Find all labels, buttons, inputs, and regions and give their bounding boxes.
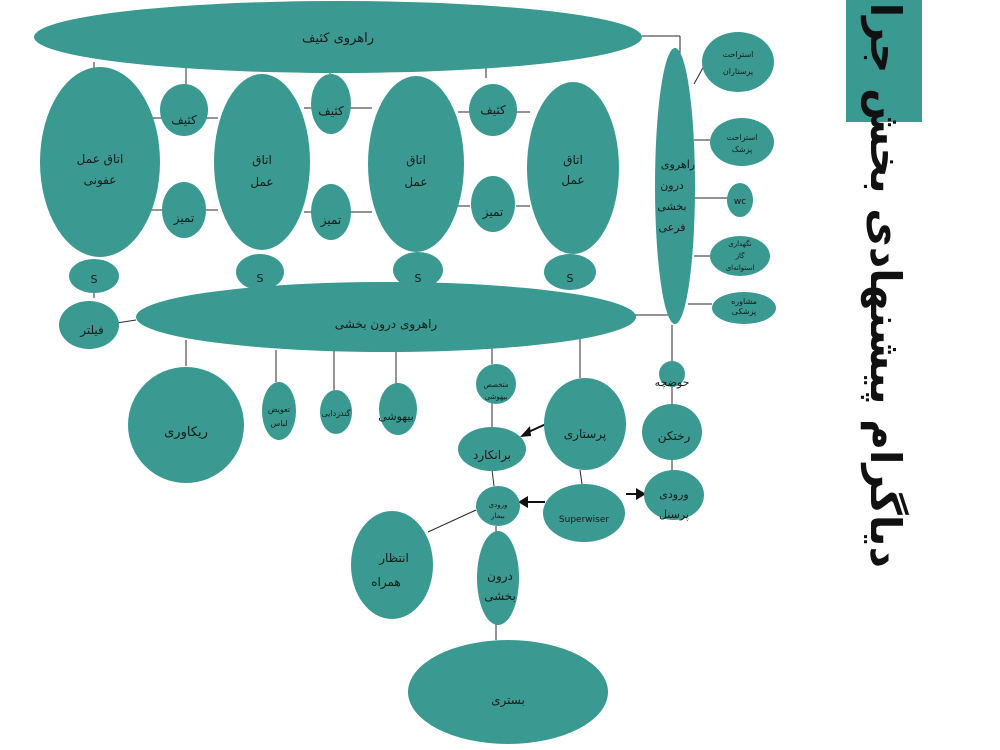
node-consult: مشاوره پزشکی	[712, 292, 776, 324]
node-clean-1: تمیز	[162, 182, 206, 238]
node-filter: فیلتر	[59, 301, 119, 349]
svg-text:پزشک: پزشک	[732, 145, 753, 154]
node-nursing: پرستاری	[544, 378, 626, 470]
svg-text:بستری: بستری	[491, 693, 525, 708]
connectors	[93, 35, 728, 640]
node-anesth-specialist: متخصص بیهوشی	[476, 364, 516, 404]
svg-text:استراحت: استراحت	[723, 50, 754, 59]
node-nurse-rest: استراحت پرستاران	[702, 32, 774, 92]
svg-text:بیهوشی: بیهوشی	[378, 410, 414, 423]
node-s-3: S	[393, 252, 443, 288]
node-recovery: ریکاوری	[128, 367, 244, 483]
svg-text:پرسنل: پرسنل	[659, 508, 689, 521]
svg-text:تمیز: تمیز	[173, 211, 195, 226]
svg-text:حوضچه: حوضچه	[655, 376, 690, 389]
node-s-1: S	[69, 259, 119, 293]
svg-text:بیهوشی: بیهوشی	[485, 393, 508, 401]
svg-text:گندزدایی: گندزدایی	[322, 408, 351, 418]
svg-text:عمل: عمل	[404, 175, 427, 189]
svg-text:ورودی: ورودی	[489, 501, 508, 509]
svg-text:بخشی: بخشی	[484, 589, 516, 603]
svg-text:ورودی: ورودی	[659, 488, 688, 501]
node-transfer: برانکارد	[458, 427, 526, 471]
svg-text:لباس: لباس	[270, 419, 287, 428]
svg-text:اتاق عمل: اتاق عمل	[77, 152, 124, 166]
node-anesthesia: بیهوشی	[378, 383, 417, 435]
svg-text:تمیز: تمیز	[482, 205, 504, 220]
svg-text:کثیف: کثیف	[318, 104, 344, 118]
svg-text:استوانه‌ای: استوانه‌ای	[726, 264, 755, 272]
svg-text:راهروی درون بخشی: راهروی درون بخشی	[335, 317, 438, 332]
node-patient-entry: ورودی بیمار	[476, 486, 520, 526]
node-label: راهروی کثیف	[302, 31, 374, 46]
svg-text:Superwiser: Superwiser	[559, 515, 609, 525]
node-inward: درون بخشی	[477, 531, 519, 625]
node-or-4: اتاق عمل	[527, 82, 619, 254]
node-ward: بستری	[408, 640, 608, 744]
svg-text:کثیف: کثیف	[480, 103, 506, 117]
svg-text:استراحت: استراحت	[727, 133, 758, 142]
svg-text:گاز: گاز	[735, 251, 746, 260]
svg-text:عمل: عمل	[250, 175, 273, 189]
svg-text:اتاق: اتاق	[252, 153, 272, 167]
node-wc: wc	[727, 183, 753, 217]
node-dirty-1: کثیف	[160, 84, 208, 136]
node-gas-storage: نگهداری گاز استوانه‌ای	[710, 236, 770, 276]
svg-text:بخشی: بخشی	[657, 200, 686, 213]
node-staff-entry: ورودی پرسنل	[644, 470, 704, 521]
svg-text:بیمار: بیمار	[490, 512, 505, 520]
node-or-2: اتاق عمل	[214, 74, 310, 250]
node-small-circle: حوضچه	[655, 361, 690, 389]
svg-text:متخصص: متخصص	[483, 381, 508, 389]
node-change-clothes: تعویض لباس	[262, 382, 296, 440]
node-corridor-dirty: راهروی کثیف	[34, 1, 642, 73]
node-corridor-sub: راهروی درون بخشی فرعی	[655, 48, 695, 324]
svg-text:همراه: همراه	[371, 575, 401, 590]
svg-text:مشاوره: مشاوره	[731, 297, 757, 306]
svg-text:پرستاری: پرستاری	[564, 427, 606, 442]
node-dirty-2: کثیف	[311, 74, 351, 134]
svg-text:رختکن: رختکن	[658, 429, 691, 444]
svg-text:S: S	[415, 272, 422, 285]
svg-text:درون: درون	[487, 569, 513, 584]
svg-text:کثیف: کثیف	[171, 113, 197, 127]
svg-text:فرعی: فرعی	[658, 221, 685, 234]
svg-text:S: S	[257, 272, 264, 285]
title-accent-bar	[846, 0, 922, 122]
svg-text:پزشکی: پزشکی	[732, 307, 756, 316]
svg-text:عمل: عمل	[561, 173, 584, 187]
surgery-ward-diagram: راهروی کثیف اتاق عمل عفونی کثیف تمیز اتا…	[34, 1, 776, 744]
node-clean-2: تمیز	[311, 184, 351, 240]
svg-text:درون: درون	[660, 179, 684, 192]
node-doctor-rest: استراحت پزشک	[710, 118, 774, 166]
node-s-2: S	[236, 254, 284, 290]
svg-text:wc: wc	[734, 197, 746, 207]
svg-text:راهروی: راهروی	[661, 158, 695, 171]
svg-text:تمیز: تمیز	[320, 213, 342, 228]
arrows	[518, 423, 646, 508]
node-or-3: اتاق عمل	[368, 76, 464, 252]
node-s-4: S	[544, 254, 596, 290]
node-dirty-3: کثیف	[469, 84, 517, 136]
node-corridor-inner: راهروی درون بخشی	[136, 282, 636, 352]
svg-text:S: S	[567, 272, 574, 285]
svg-text:ریکاوری: ریکاوری	[164, 425, 208, 440]
node-scrub: گندزدایی	[320, 390, 352, 434]
node-supervisor: Superwiser	[543, 484, 625, 542]
page-title: دیاگرام پیشنهادی بخش جراحی	[861, 0, 910, 568]
svg-text:S: S	[91, 273, 98, 286]
svg-text:پرستاران: پرستاران	[723, 67, 753, 76]
node-clean-3: تمیز	[471, 176, 515, 232]
svg-text:عفونی: عفونی	[84, 173, 117, 188]
node-cloakroom: رختکن	[642, 404, 702, 460]
node-or-infectious: اتاق عمل عفونی	[40, 67, 160, 257]
svg-text:نگهداری: نگهداری	[728, 239, 752, 248]
node-waiting: انتظار همراه	[351, 511, 433, 619]
svg-text:فیلتر: فیلتر	[79, 323, 104, 338]
svg-text:تعویض: تعویض	[268, 405, 290, 414]
svg-text:انتظار: انتظار	[378, 551, 409, 566]
svg-text:اتاق: اتاق	[563, 153, 583, 167]
svg-text:برانکارد: برانکارد	[473, 448, 511, 463]
svg-text:اتاق: اتاق	[406, 153, 426, 167]
